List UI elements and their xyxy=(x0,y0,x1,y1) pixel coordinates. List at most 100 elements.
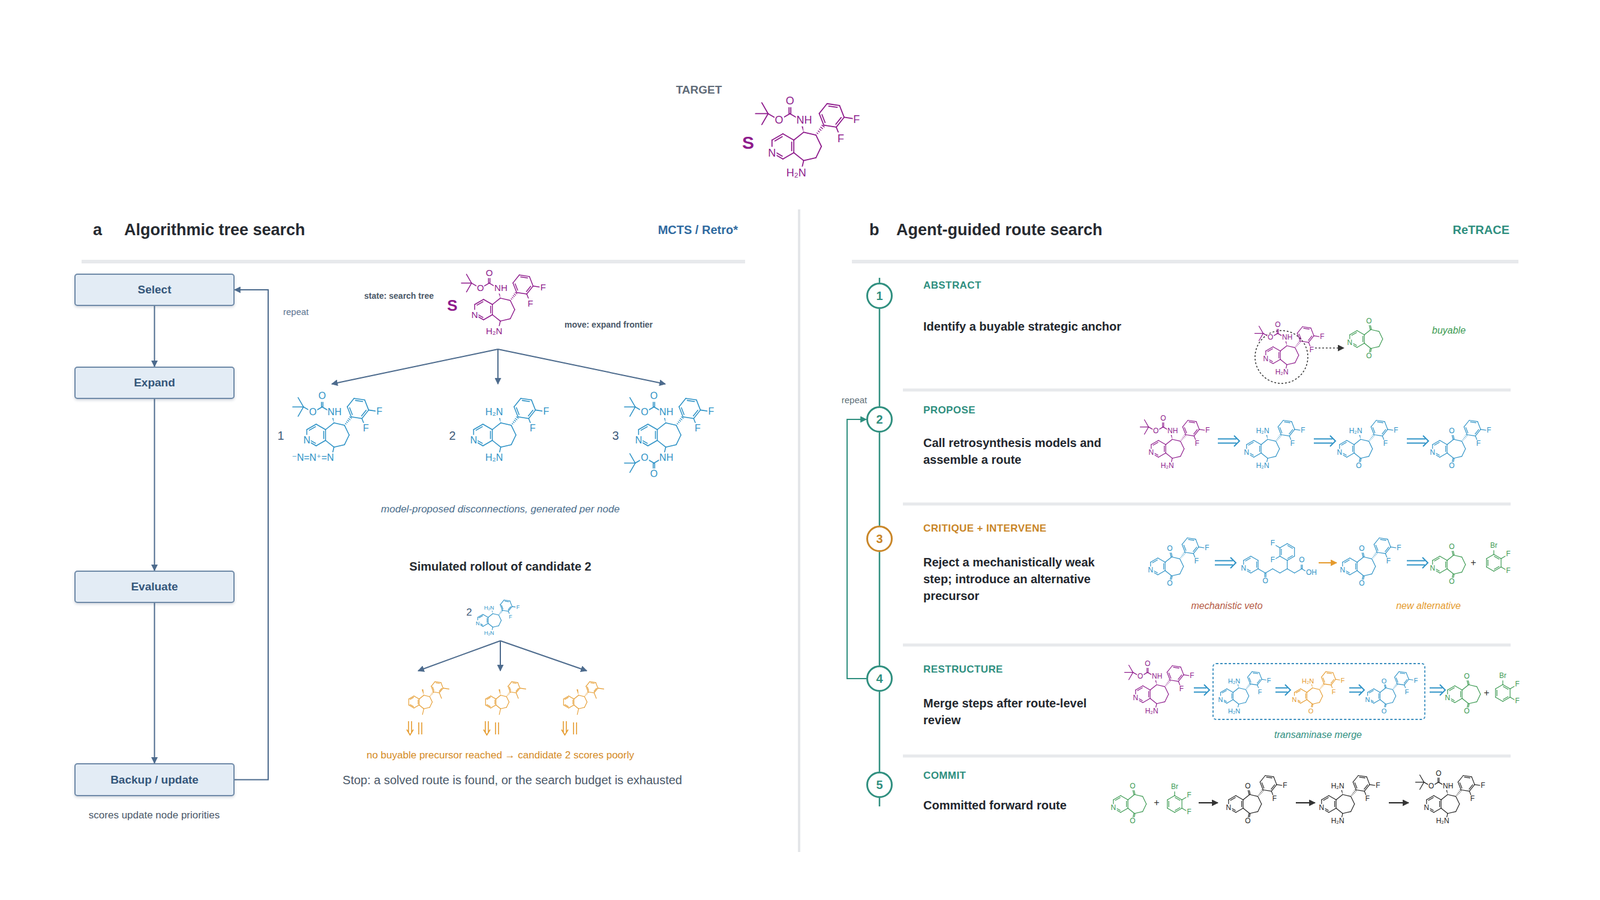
bond xyxy=(1280,350,1281,360)
bond xyxy=(485,695,491,699)
bond xyxy=(433,691,440,693)
bond xyxy=(443,688,450,689)
bond xyxy=(1464,776,1470,778)
bond xyxy=(585,694,587,696)
bond xyxy=(1341,442,1347,446)
bond xyxy=(1477,421,1481,430)
bond xyxy=(1354,439,1361,445)
connector xyxy=(154,602,156,764)
bond xyxy=(492,613,499,615)
bond xyxy=(1312,688,1320,690)
bond xyxy=(1273,346,1281,351)
bond xyxy=(1463,775,1472,777)
molecule-bonds xyxy=(1367,671,1417,711)
atom-label: O xyxy=(485,267,494,278)
bond xyxy=(1193,429,1200,437)
atom-label: O xyxy=(640,452,649,464)
bond xyxy=(325,422,335,430)
bond xyxy=(1129,665,1134,673)
bond xyxy=(1434,442,1440,446)
retro-arrow-head xyxy=(1423,435,1429,447)
bond xyxy=(439,692,442,699)
bond xyxy=(1441,799,1442,809)
bond xyxy=(334,422,345,426)
bond xyxy=(1394,671,1400,677)
bond xyxy=(429,696,432,702)
bond xyxy=(482,614,489,618)
atom-label: O xyxy=(649,468,659,480)
bond xyxy=(515,692,519,699)
bond xyxy=(1372,558,1376,567)
bond xyxy=(520,277,528,279)
bond xyxy=(1325,671,1334,673)
bond xyxy=(1487,559,1489,566)
bond xyxy=(1167,682,1169,684)
bond xyxy=(578,695,585,697)
bond xyxy=(434,681,441,683)
bond xyxy=(1185,434,1194,436)
bond xyxy=(344,434,350,445)
atom-label: N xyxy=(634,434,644,446)
bond xyxy=(1287,568,1295,573)
bond xyxy=(574,704,579,709)
bond xyxy=(510,309,515,319)
bond xyxy=(511,298,512,300)
bond xyxy=(498,620,501,626)
bond xyxy=(1261,439,1268,445)
bond xyxy=(490,431,492,439)
bond xyxy=(815,134,822,147)
annotation: mechanistic veto xyxy=(1190,600,1263,612)
molecule-bonds xyxy=(1150,537,1208,584)
bond xyxy=(815,146,822,158)
bond xyxy=(1165,694,1169,702)
bond xyxy=(325,429,327,441)
bond xyxy=(1328,808,1337,813)
bond xyxy=(526,286,531,292)
bond xyxy=(349,407,353,415)
bond xyxy=(1453,439,1463,441)
retro-arrow-head xyxy=(1422,557,1428,569)
bond xyxy=(1308,335,1313,341)
retro-arrow xyxy=(1429,684,1446,696)
bond xyxy=(679,419,681,422)
bond xyxy=(1462,564,1466,573)
atom-label: F xyxy=(508,613,513,620)
bond xyxy=(1363,556,1373,559)
bond xyxy=(1266,776,1272,778)
panel-letter: a xyxy=(92,220,102,240)
bond xyxy=(1247,671,1253,677)
bond xyxy=(1241,800,1242,807)
forward-arrow xyxy=(1295,802,1316,804)
bond xyxy=(1362,335,1364,342)
step-rule xyxy=(902,388,1511,392)
retro-arrow-line xyxy=(1313,438,1333,440)
bond xyxy=(1454,698,1463,703)
bond xyxy=(508,686,511,692)
bond xyxy=(510,300,515,310)
bond xyxy=(1276,448,1280,457)
bond xyxy=(1353,792,1355,794)
bond xyxy=(1456,796,1460,804)
bond xyxy=(429,695,431,697)
bond xyxy=(485,698,486,705)
bond xyxy=(1394,685,1397,687)
step-rule xyxy=(902,643,1511,647)
molecule-bonds xyxy=(1339,419,1397,467)
bond xyxy=(1222,690,1227,693)
bond xyxy=(502,610,509,611)
bond xyxy=(1376,419,1385,422)
bond xyxy=(1351,332,1357,336)
bond xyxy=(1445,561,1446,568)
atom-label: O xyxy=(649,390,659,402)
atom-label: F xyxy=(1193,557,1200,566)
bond xyxy=(308,426,316,431)
bond xyxy=(1142,796,1147,804)
bond xyxy=(793,131,804,140)
bond xyxy=(629,406,636,417)
bond xyxy=(1460,691,1461,698)
atom-label: N xyxy=(1444,694,1452,703)
dead-end-mark xyxy=(497,722,500,735)
target-title: TARGET xyxy=(676,83,723,97)
bond xyxy=(584,701,587,708)
bond xyxy=(1322,677,1325,683)
